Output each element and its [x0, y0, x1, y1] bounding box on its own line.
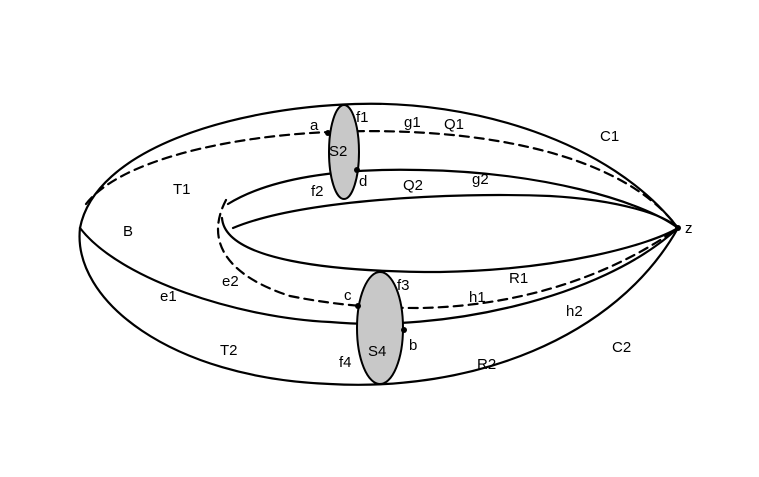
- outer-lower-curve-c2: [78, 226, 680, 386]
- label-f4: f4: [339, 354, 352, 371]
- label-f2: f2: [311, 183, 324, 200]
- label-f1: f1: [356, 109, 369, 126]
- point-z: [675, 225, 681, 231]
- label-a: a: [310, 117, 319, 134]
- label-g2: g2: [472, 171, 489, 188]
- label-g1: g1: [404, 114, 421, 131]
- label-e1: e1: [160, 288, 177, 305]
- label-z: z: [685, 220, 693, 237]
- label-t1: T1: [173, 181, 191, 198]
- front-seam-e1: [78, 226, 680, 325]
- point-c: [355, 303, 361, 309]
- point-d: [354, 167, 360, 173]
- label-h2: h2: [566, 303, 583, 320]
- point-b: [401, 327, 407, 333]
- label-r2: R2: [477, 356, 496, 373]
- label-d: d: [359, 173, 367, 190]
- outer-upper-curve-c1: [78, 102, 680, 230]
- label-c1: C1: [600, 128, 619, 145]
- label-s2: S2: [329, 143, 347, 160]
- label-s4: S4: [368, 343, 386, 360]
- label-t2: T2: [220, 342, 238, 359]
- hidden-seam-e2: [216, 198, 680, 310]
- label-q2: Q2: [403, 177, 423, 194]
- inner-hole-upper: [231, 193, 680, 230]
- label-b: b: [409, 337, 417, 354]
- label-b-region: B: [123, 223, 133, 240]
- label-q1: Q1: [444, 116, 464, 133]
- inner-rim-g2: [226, 168, 680, 230]
- label-e2: e2: [222, 273, 239, 290]
- inner-hole-lower: [220, 216, 680, 274]
- point-a: [325, 130, 331, 136]
- disk-s2: [328, 104, 360, 200]
- label-r1: R1: [509, 270, 528, 287]
- label-f3: f3: [397, 277, 410, 294]
- back-rim-g1: [84, 130, 680, 230]
- label-c: c: [344, 287, 352, 304]
- label-h1: h1: [469, 289, 486, 306]
- label-c2: C2: [612, 339, 631, 356]
